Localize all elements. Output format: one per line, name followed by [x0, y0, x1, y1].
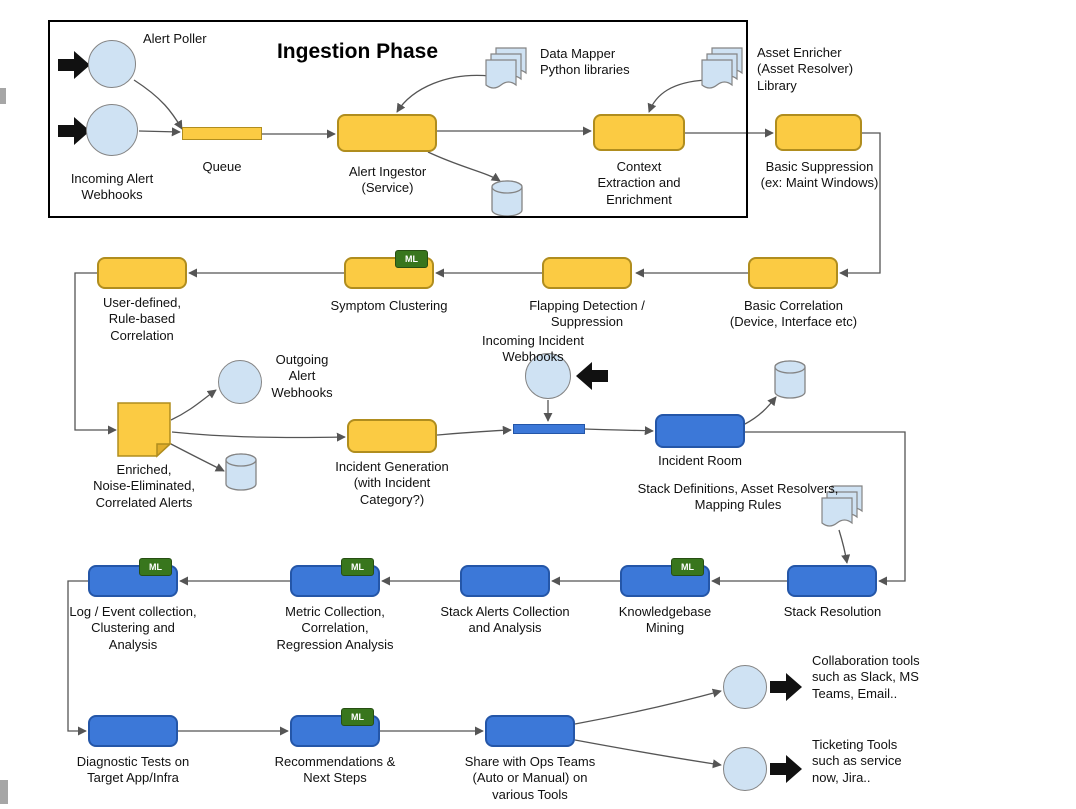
enriched-alerts-note	[117, 402, 172, 458]
ml-badge: ML	[395, 250, 428, 268]
alert-poller-label: Alert Poller	[143, 31, 207, 46]
share-ops-label: Share with Ops Teams (Auto or Manual) on…	[464, 754, 596, 802]
symptom-clustering-box: ML	[344, 250, 434, 289]
basic-suppression-box	[775, 114, 862, 151]
outgoing-alert-webhooks-label: Outgoing Alert Webhooks	[271, 352, 333, 400]
queue-label: Queue	[202, 159, 242, 174]
screen-edge-artifact	[0, 88, 6, 104]
ml-badge: ML	[671, 558, 704, 576]
connectors	[67, 74, 906, 769]
incident-room-box	[655, 414, 745, 448]
ticketing-tools-label: Ticketing Tools such as service now, Jir…	[812, 737, 902, 785]
alert-poller-circle	[88, 40, 136, 88]
diagnostic-tests-box	[88, 715, 178, 747]
ticketing-tools-circle	[723, 747, 767, 791]
context-extraction-label: Context Extraction and Enrichment	[597, 159, 681, 207]
data-mapper-label: Data Mapper Python libraries	[540, 46, 630, 78]
enriched-alerts-label: Enriched, Noise-Eliminated, Correlated A…	[93, 462, 195, 510]
output-arrow	[770, 755, 802, 783]
stack-alerts-collection-box	[460, 565, 550, 597]
recommendations-box: ML	[290, 708, 380, 747]
recommendations-label: Recommendations & Next Steps	[274, 754, 396, 786]
alert-ingestor-box	[337, 114, 437, 152]
incoming-alert-webhooks-label: Incoming Alert Webhooks	[70, 171, 154, 203]
datastore-cylinder	[225, 453, 257, 491]
incident-room-label: Incident Room	[658, 453, 742, 468]
basic-suppression-label: Basic Suppression (ex: Maint Windows)	[760, 159, 879, 191]
input-arrow	[58, 51, 90, 79]
stack-alerts-collection-label: Stack Alerts Collection and Analysis	[440, 604, 570, 636]
stack-resolution-label: Stack Resolution	[783, 604, 882, 619]
documents-icon	[821, 485, 863, 527]
context-extraction-box	[593, 114, 685, 151]
user-defined-correlation-box	[97, 257, 187, 289]
incoming-incident-webhooks-circle	[525, 353, 571, 399]
flapping-detection-label: Flapping Detection / Suppression	[529, 298, 645, 330]
ingestion-phase-title: Ingestion Phase	[276, 40, 439, 63]
stack-resolution-box	[787, 565, 877, 597]
symptom-clustering-label: Symptom Clustering	[330, 298, 448, 313]
datastore-cylinder	[774, 360, 806, 399]
ml-badge: ML	[139, 558, 172, 576]
basic-correlation-box	[748, 257, 838, 289]
diagnostic-tests-label: Diagnostic Tests on Target App/Infra	[76, 754, 190, 786]
incoming-incident-webhooks-label: Incoming Incident Webhooks	[482, 333, 584, 365]
knowledgebase-mining-box: ML	[620, 558, 710, 597]
documents-icon	[485, 47, 527, 89]
metric-collection-label: Metric Collection, Correlation, Regressi…	[276, 604, 394, 652]
asset-enricher-label: Asset Enricher (Asset Resolver) Library	[757, 45, 854, 93]
log-event-collection-label: Log / Event collection, Clustering and A…	[69, 604, 197, 652]
queue-bar	[182, 127, 262, 140]
output-arrow	[770, 673, 802, 701]
input-arrow	[576, 362, 608, 390]
datastore-cylinder	[491, 180, 523, 217]
incoming-alert-webhooks-circle	[86, 104, 138, 156]
screen-edge-artifact	[0, 780, 8, 804]
incident-generation-box	[347, 419, 437, 453]
ml-badge: ML	[341, 558, 374, 576]
user-defined-correlation-label: User-defined, Rule-based Correlation	[102, 295, 182, 343]
metric-collection-box: ML	[290, 558, 380, 597]
collaboration-tools-circle	[723, 665, 767, 709]
flapping-detection-box	[542, 257, 632, 289]
input-arrow	[58, 117, 90, 145]
basic-correlation-label: Basic Correlation (Device, Interface etc…	[729, 298, 858, 330]
ml-badge: ML	[341, 708, 374, 726]
alert-ingestor-label: Alert Ingestor (Service)	[348, 164, 427, 196]
knowledgebase-mining-label: Knowledgebase Mining	[618, 604, 712, 636]
incident-generation-label: Incident Generation (with Incident Categ…	[335, 459, 449, 507]
outgoing-alert-webhooks-circle	[218, 360, 262, 404]
incident-queue-bar	[513, 424, 585, 434]
ingestion-phase-frame	[48, 20, 748, 218]
documents-icon	[701, 47, 743, 89]
stack-definitions-label: Stack Definitions, Asset Resolvers, Mapp…	[637, 481, 839, 513]
share-ops-box	[485, 715, 575, 747]
collaboration-tools-label: Collaboration tools such as Slack, MS Te…	[812, 653, 920, 701]
log-event-collection-box: ML	[88, 558, 178, 597]
